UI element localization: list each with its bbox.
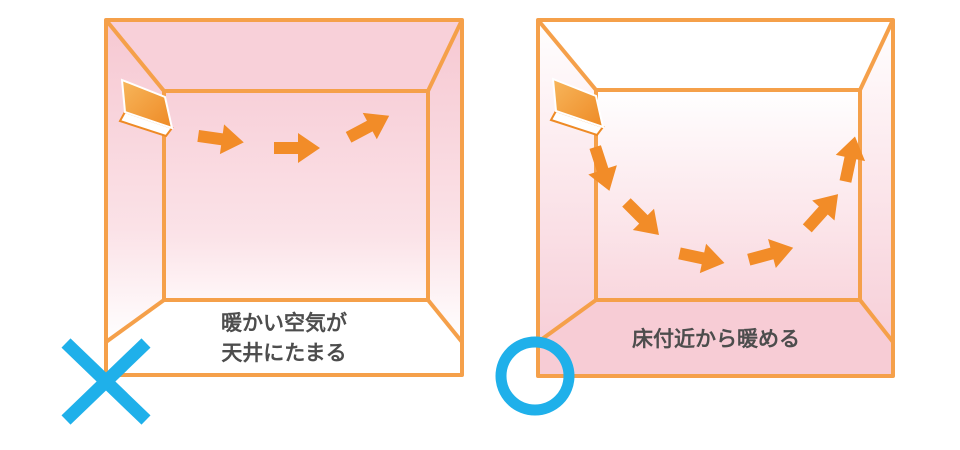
- air-conditioner-icon: [118, 78, 174, 138]
- back-wall-left: [164, 91, 428, 300]
- floor-left: [106, 300, 462, 375]
- circle-mark-icon: [495, 336, 575, 416]
- ceiling-left: [106, 20, 462, 91]
- panel-bad: 暖かい空気が 天井にたまる: [61, 18, 464, 425]
- panel-good: 床付近から暖める: [495, 18, 895, 416]
- caption-good: 床付近から暖める: [632, 327, 800, 351]
- room-right: [536, 18, 895, 378]
- ceiling-right: [538, 20, 893, 90]
- side-wall-right-b: [860, 20, 893, 342]
- caption-bad-line-1: 暖かい空気が: [221, 311, 347, 335]
- caption-bad-line-2: 天井にたまる: [221, 341, 346, 365]
- air-conditioner-icon: [549, 77, 605, 137]
- side-wall-left-b: [428, 20, 462, 342]
- cross-mark-icon: [61, 338, 151, 425]
- floor-right: [538, 300, 893, 376]
- back-wall-right: [596, 90, 860, 300]
